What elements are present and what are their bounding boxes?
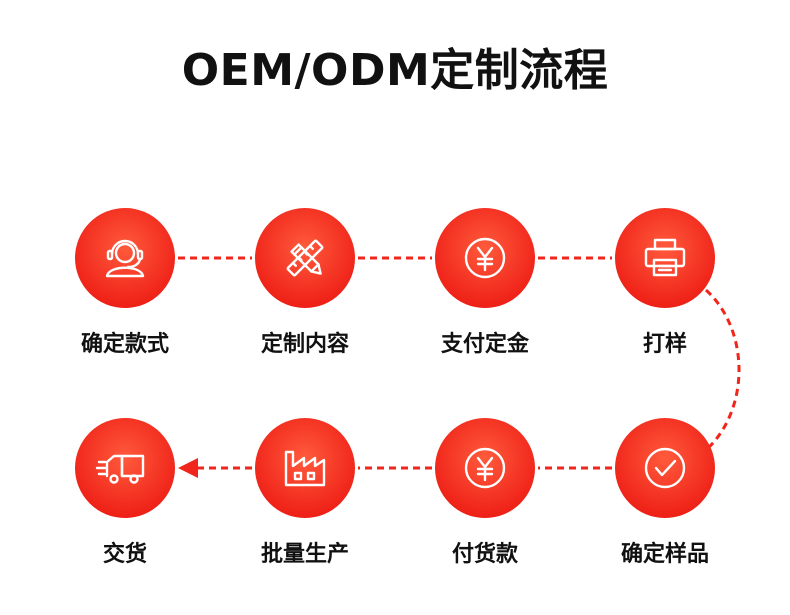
step-label-1: 确定款式 — [80, 332, 169, 357]
step-6 — [435, 418, 535, 518]
step-3 — [435, 208, 535, 308]
step-7 — [255, 418, 355, 518]
step-label-8: 交货 — [102, 542, 147, 567]
step-label-3: 支付定金 — [440, 332, 529, 357]
connectors — [178, 256, 741, 478]
step-label-4: 打样 — [642, 332, 687, 357]
arrow-head — [178, 458, 198, 478]
step-label-5: 确定样品 — [620, 542, 709, 567]
yuan-coin-icon — [464, 237, 506, 279]
step-1 — [75, 208, 175, 308]
step-label-7: 批量生产 — [260, 542, 349, 567]
page-title: OEM/ODM定制流程 — [181, 45, 609, 96]
step-5 — [615, 418, 715, 518]
step-circle — [615, 418, 715, 518]
step-circle — [615, 208, 715, 308]
pencil-ruler-icon — [286, 239, 324, 277]
step-circle — [255, 418, 355, 518]
step-circle — [255, 208, 355, 308]
factory-icon — [284, 450, 326, 487]
headset-person-icon — [105, 239, 145, 278]
step-2 — [255, 208, 355, 308]
printer-icon — [644, 238, 686, 277]
step-label-6: 付货款 — [451, 542, 518, 567]
check-circle-icon — [644, 447, 686, 489]
step-circle — [75, 208, 175, 308]
step-8 — [75, 418, 175, 518]
step-label-2: 定制内容 — [260, 332, 349, 357]
delivery-truck-icon — [95, 454, 145, 484]
connector-4-5-curve — [704, 288, 741, 452]
yuan-coin-icon — [464, 447, 506, 489]
step-4 — [615, 208, 715, 308]
step-circle — [75, 418, 175, 518]
